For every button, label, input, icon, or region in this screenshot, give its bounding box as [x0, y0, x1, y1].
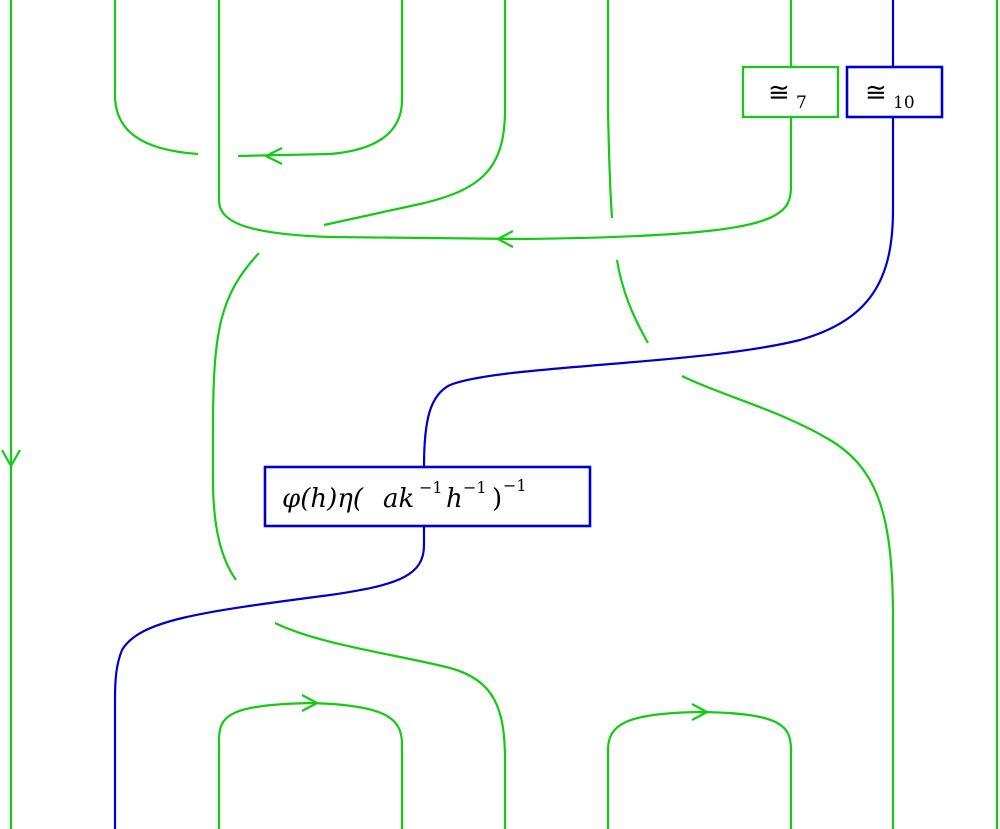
lower-crossing-strand: [274, 622, 507, 829]
close-paren: ): [492, 484, 502, 514]
ak-text: ak: [383, 484, 414, 514]
iso7-subscript: 7: [796, 93, 807, 113]
arrow-head-icon: [264, 147, 283, 165]
iso7-symbol: ≅: [768, 78, 790, 108]
h-exponent: −1: [463, 478, 487, 497]
crossing-strand-right: [606, 0, 895, 829]
crossing-strand-left: [211, 0, 507, 581]
iso7-box: ≅ 7: [741, 65, 840, 119]
left-vertical-strand: [1, 0, 21, 829]
bottom-cap-right: [606, 703, 793, 829]
arrow-head-icon: [691, 703, 709, 721]
arrow-head-icon: [301, 694, 319, 712]
k-exponent: −1: [419, 478, 443, 497]
iso10-symbol: ≅: [865, 78, 887, 108]
arrow-head-icon: [496, 230, 514, 248]
outer-exponent: −1: [503, 476, 527, 495]
iso10-box: ≅ 10: [845, 65, 944, 119]
blue-strand: [113, 0, 895, 829]
iso10-subscript: 10: [893, 93, 915, 113]
phi-eta-text: φ(h)η(: [282, 484, 364, 514]
top-cap-loop: [113, 0, 404, 165]
phi-eta-box: φ(h)η( ak −1 h −1 ) −1: [263, 465, 592, 528]
h-text: h: [446, 484, 463, 514]
arrow-head-icon: [1, 449, 21, 468]
bottom-cap-left: [217, 694, 404, 829]
horizontal-cup: [217, 0, 793, 248]
